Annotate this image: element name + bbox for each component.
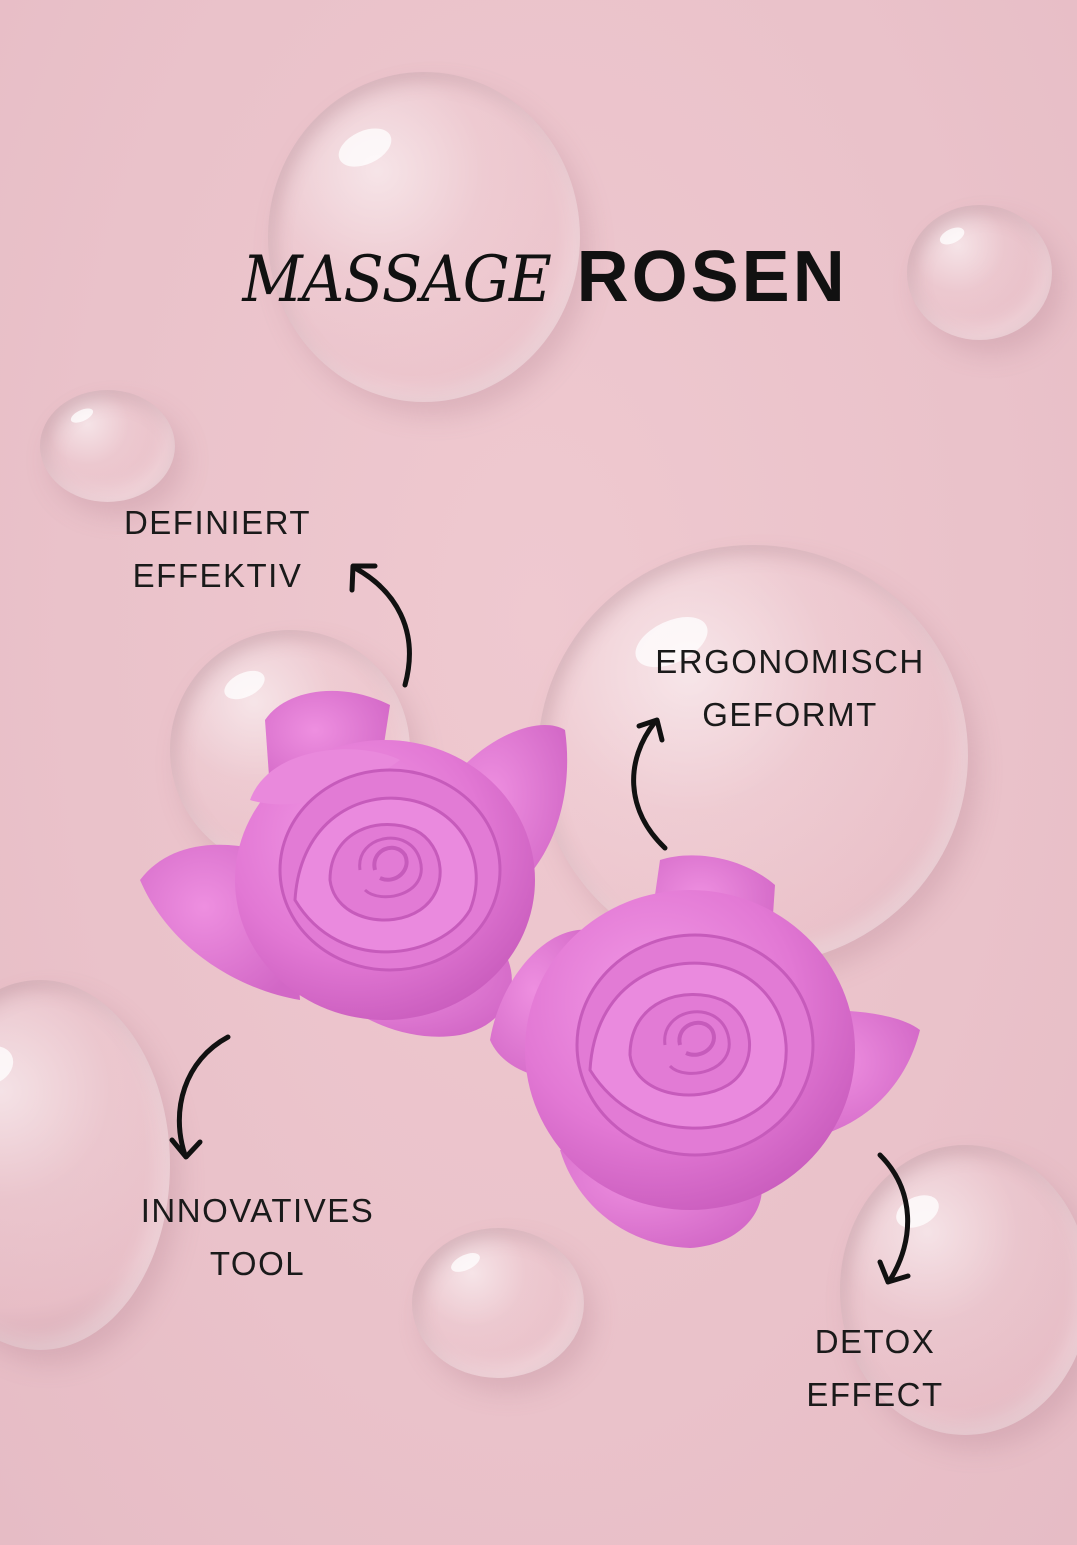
water-droplet xyxy=(268,72,580,402)
title-script: MASSAGE xyxy=(242,243,552,317)
feature-line: EFFEKTIV xyxy=(132,557,303,594)
water-droplet xyxy=(412,1228,584,1378)
feature-line: DETOX xyxy=(814,1323,936,1360)
feature-line: ERGONOMISCH xyxy=(655,643,925,680)
feature-label-definiert: DEFINIERT EFFEKTIV xyxy=(100,496,335,602)
curved-arrow-icon xyxy=(877,1152,911,1285)
water-droplet xyxy=(840,1145,1077,1435)
title-bold: ROSEN xyxy=(576,237,848,317)
feature-line: INNOVATIVES xyxy=(140,1192,375,1229)
water-droplet xyxy=(907,205,1052,340)
feature-label-ergonomisch: ERGONOMISCH GEFORMT xyxy=(640,635,940,741)
water-droplet xyxy=(40,390,175,502)
curved-arrow-icon xyxy=(169,1034,231,1160)
feature-label-detox: DETOX EFFECT xyxy=(790,1315,960,1421)
page-title: MASSAGE ROSEN xyxy=(0,236,1077,318)
feature-line: EFFECT xyxy=(806,1376,944,1413)
feature-line: GEFORMT xyxy=(702,696,878,733)
rose-icon xyxy=(140,690,568,1037)
feature-label-innovatives: INNOVATIVES TOOL xyxy=(120,1184,395,1290)
feature-line: DEFINIERT xyxy=(123,504,312,541)
curved-arrow-icon xyxy=(631,717,668,851)
rose-icon xyxy=(490,855,920,1248)
feature-line: TOOL xyxy=(209,1245,306,1282)
curved-arrow-icon xyxy=(349,563,412,688)
